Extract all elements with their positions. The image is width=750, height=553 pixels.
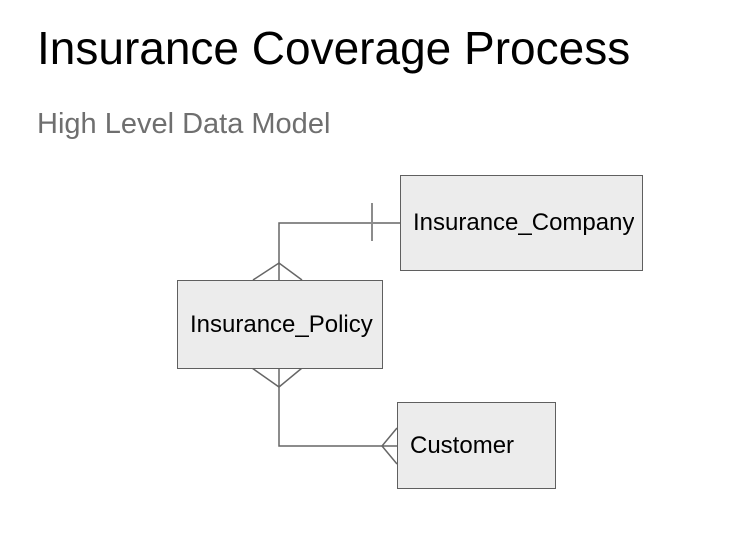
- entity-customer-label: Customer: [410, 431, 515, 459]
- crows-foot-many-icon-policy-top: [252, 262, 303, 281]
- entity-insurance-policy[interactable]: Insurance_Policy: [177, 280, 383, 369]
- crows-foot-many-icon-customer: [381, 427, 398, 465]
- entity-customer[interactable]: Customer: [397, 402, 556, 489]
- policy-company-connector-line: [278, 222, 400, 263]
- crows-foot-many-icon-policy-bottom: [251, 367, 303, 388]
- slide-title: Insurance Coverage Process: [37, 22, 631, 74]
- slide-subtitle: High Level Data Model: [37, 108, 331, 140]
- entity-insurance-company[interactable]: Insurance_Company: [400, 175, 643, 271]
- entity-insurance-company-label: Insurance_Company: [413, 209, 635, 236]
- entity-insurance-policy-label: Insurance_Policy: [190, 310, 373, 338]
- policy-customer-connector-line: [278, 387, 382, 447]
